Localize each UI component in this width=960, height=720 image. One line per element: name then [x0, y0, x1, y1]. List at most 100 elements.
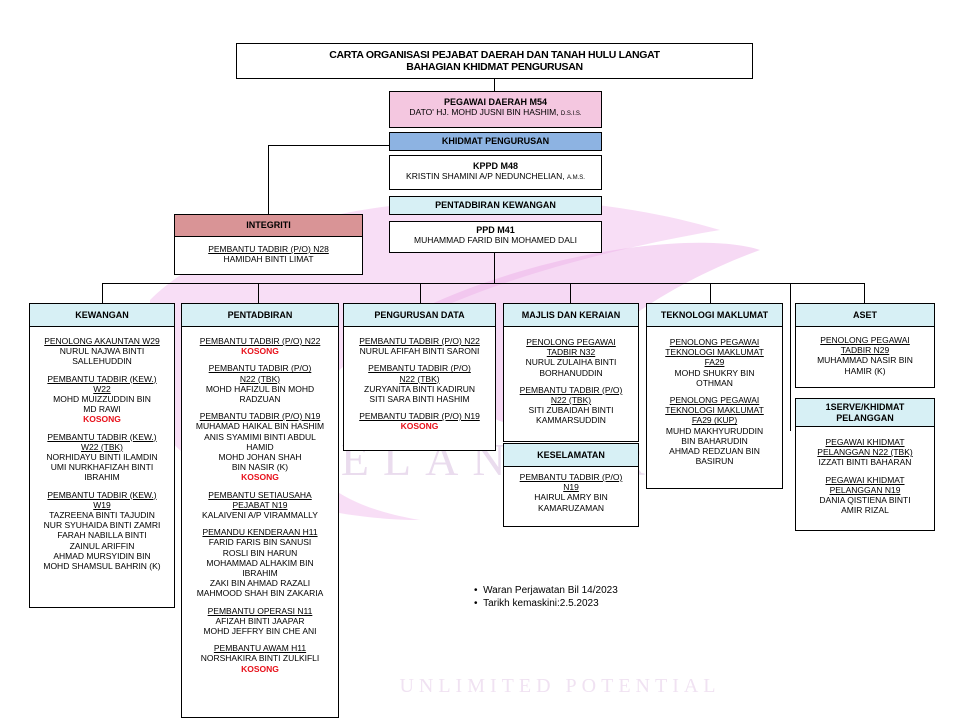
ppd-name: MUHAMMAD FARID BIN MOHAMED DALI [414, 235, 577, 245]
staff-name: UMI NURKHAFIZAH BINTI [50, 462, 154, 473]
kewangan-body: PENOLONG AKAUNTAN W29 NURUL NAJWA BINTI … [30, 327, 174, 574]
majlis-header: MAJLIS DAN KERAIAN [504, 304, 638, 327]
teknologi-box: TEKNOLOGI MAKLUMAT PENOLONG PEGAWAI TEKN… [646, 303, 783, 489]
staff-name: HAIRUL AMRY BIN [534, 492, 608, 503]
majlis-post: PENOLONG PEGAWAI [526, 337, 616, 347]
note-text: Tarikh kemaskini:2.5.2023 [483, 598, 599, 609]
staff-name: ZAINUL ARIFFIN [69, 540, 135, 551]
majlis-body: PENOLONG PEGAWAI TADBIR N32 NURUL ZULAIH… [504, 327, 638, 429]
aset-body: PENOLONG PEGAWAI TADBIR N29 MUHAMMAD NAS… [796, 327, 934, 379]
staff-name: BORHANUDDIN [539, 367, 603, 378]
pentadbiran-post: PEMBANTU TADBIR (P/O) N19 [199, 411, 321, 422]
staff-name: AMIR RIZAL [841, 505, 889, 516]
teknologi-post: TEKNOLOGI MAKLUMAT [665, 405, 764, 416]
staff-name: IZZATI BINTI BAHARAN [818, 457, 912, 468]
staff-name: MOHD SHAMSUL BAHRIN (K) [43, 561, 161, 572]
aset-box: ASET PENOLONG PEGAWAI TADBIR N29 MUHAMMA… [795, 303, 935, 388]
staff-name: IBRAHIM [242, 568, 278, 579]
staff-name: DANIA QISTIENA BINTI [819, 495, 911, 506]
note-item: • Waran Perjawatan Bil 14/2023 [474, 585, 618, 596]
staff-name: MOHD MUIZZUDDIN BIN [53, 394, 151, 405]
kppd-honor: A.M.S. [566, 175, 585, 181]
pengurusan-data-post: N22 (TBK) [399, 373, 440, 384]
khidmat-pengurusan-box: KHIDMAT PENGURUSAN [389, 132, 602, 151]
staff-name: NUR SYUHAIDA BINTI ZAMRI [43, 520, 161, 531]
connector [420, 283, 421, 303]
staff-name: RADZUAN [239, 394, 281, 405]
integriti-name: HAMIDAH BINTI LIMAT [223, 254, 314, 265]
staff-name: NURUL NAJWA BINTI [59, 346, 145, 357]
staff-name: IBRAHIM [84, 472, 120, 483]
iserve-title-line: PELANGGAN [836, 413, 894, 423]
pentadbiran-post: PEMBANTU AWAM H11 [213, 643, 307, 654]
kewangan-post: PEMBANTU TADBIR (KEW.) [47, 373, 157, 384]
integriti-post: PEMBANTU TADBIR (P/O) N28 [208, 244, 329, 254]
keselamatan-post: N19 [563, 482, 579, 493]
staff-name: BIN BAHARUDIN [681, 435, 748, 446]
staff-name: FARID FARIS BIN SANUSI [208, 537, 312, 548]
khidmat-pengurusan-label: KHIDMAT PENGURUSAN [441, 136, 550, 146]
staff-name: MOHAMMAD ALHAKIM BIN [206, 557, 314, 568]
staff-name: KALAIVENI A/P VIRAMMALLY [202, 510, 318, 521]
kppd-box: KPPD M48 KRISTIN SHAMINI A/P NEDUNCHELIA… [389, 155, 602, 190]
teknologi-post: FA29 [704, 357, 725, 368]
staff-name: NURUL ZULAIHA BINTI [525, 357, 617, 368]
connector [790, 283, 791, 431]
majlis-post: PEMBANTU TADBIR (P/O) [519, 384, 623, 395]
kewangan-post: W19 [93, 499, 111, 510]
staff-name: MUHD MAKHYURUDDIN [665, 425, 764, 436]
keselamatan-box: KESELAMATAN PEMBANTU TADBIR (P/O) N19 HA… [503, 443, 639, 527]
connector [102, 283, 103, 303]
pengurusan-data-header: PENGURUSAN DATA [344, 304, 495, 327]
pentadbiran-kewangan-label: PENTADBIRAN KEWANGAN [435, 200, 556, 210]
pentadbiran-post: N22 (TBK) [239, 373, 281, 384]
staff-name: MOHD JEFFRY BIN CHE ANI [203, 626, 317, 637]
pengurusan-data-post: PEMBANTU TADBIR (P/O) N19 [359, 411, 480, 422]
staff-name: AFIZAH BINTI JAAPAR [215, 615, 305, 626]
pengurusan-data-post: PEMBANTU TADBIR (P/O) N22 [359, 336, 480, 346]
staff-name: BIN NASIR (K) [231, 462, 289, 473]
staff-name: FARAH NABILLA BINTI [57, 530, 147, 541]
staff-name: ROSLI BIN HARUN [222, 547, 298, 558]
aset-post: TADBIR N29 [840, 345, 890, 356]
staff-name: SITI ZUBAIDAH BINTI [528, 405, 614, 416]
kppd-name: KRISTIN SHAMINI A/P NEDUNCHELIAN, [406, 171, 567, 181]
connector [102, 283, 864, 284]
kewangan-header: KEWANGAN [30, 304, 174, 327]
pegawai-daerah-honor: D.S.I.S. [560, 111, 582, 117]
connector [494, 78, 495, 91]
pentadbiran-post: PEMANDU KENDERAAN H11 [202, 527, 318, 538]
kosong-label: KOSONG [241, 663, 279, 674]
connector [494, 253, 495, 283]
iserve-post: PELANGGAN N19 [829, 484, 901, 495]
pengurusan-data-body: PEMBANTU TADBIR (P/O) N22 NURUL AFIFAH B… [344, 327, 495, 435]
kewangan-box: KEWANGAN PENOLONG AKAUNTAN W29 NURUL NAJ… [29, 303, 175, 608]
iserve-box: 1SERVE/KHIDMAT PELANGGAN PEGAWAI KHIDMAT… [795, 398, 935, 531]
kewangan-post: W22 [93, 383, 111, 394]
kppd-name-row: KRISTIN SHAMINI A/P NEDUNCHELIAN, A.M.S. [390, 171, 601, 181]
kosong-label: KOSONG [241, 472, 279, 483]
kewangan-post: PEMBANTU TADBIR (KEW.) [47, 431, 157, 442]
staff-name: SALLEHUDDIN [72, 356, 132, 367]
notes: • Waran Perjawatan Bil 14/2023 • Tarikh … [474, 584, 618, 610]
iserve-post: PEGAWAI KHIDMAT [825, 437, 905, 447]
watermark-tagline: UNLIMITED POTENTIAL [399, 675, 720, 697]
note-text: Waran Perjawatan Bil 14/2023 [483, 585, 618, 596]
staff-name: AHMAD MURSYIDIN BIN [53, 550, 151, 561]
connector [864, 283, 865, 303]
keselamatan-post: PEMBANTU TADBIR (P/O) [519, 472, 623, 482]
iserve-post: PELANGGAN N22 (TBK) [817, 447, 913, 458]
ppd-title: PPD M41 [476, 225, 515, 235]
staff-name: MOHD HAFIZUL BIN MOHD [205, 383, 315, 394]
connector [710, 283, 711, 303]
staff-name: KAMARUZAMAN [537, 502, 605, 513]
staff-name: MOHD SHUKRY BIN [674, 367, 755, 378]
teknologi-post: FA29 (KUP) [691, 415, 738, 426]
pegawai-daerah-title: PEGAWAI DAERAH M54 [443, 97, 548, 107]
integriti-body: PEMBANTU TADBIR (P/O) N28 HAMIDAH BINTI … [175, 237, 362, 267]
chart-title: CARTA ORGANISASI PEJABAT DAERAH DAN TANA… [329, 49, 660, 61]
staff-name: ANIS SYAMIMI BINTI ABDUL [204, 431, 316, 442]
aset-post: PENOLONG PEGAWAI [820, 335, 910, 345]
staff-name: ZURYANITA BINTI KADIRUN [364, 383, 475, 394]
iserve-post: PEGAWAI KHIDMAT [825, 474, 905, 485]
